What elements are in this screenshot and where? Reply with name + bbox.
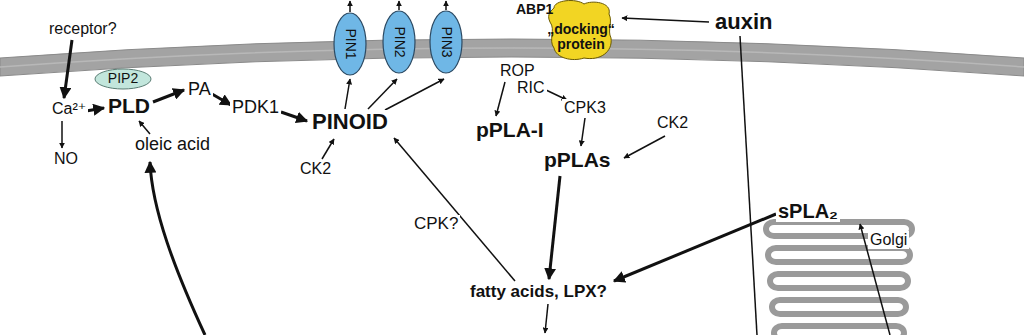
pathway-label: receptor? [47, 20, 119, 38]
auxin-line [740, 36, 757, 335]
arrow [86, 108, 104, 111]
arrow [349, 1, 351, 12]
arrow [445, 1, 447, 10]
arrow [398, 1, 400, 10]
node-title: PIN1 [342, 28, 357, 59]
node-title: sPLA₂ [776, 200, 840, 222]
pathway-label: CK2 [655, 114, 690, 132]
pathway-label: ROP [498, 62, 537, 80]
node-title: ABP1 [516, 2, 553, 17]
arrow [496, 82, 505, 116]
pathway-label: PINOID [310, 110, 390, 134]
abp1-receptor: ABP1 „docking“ protein [514, 0, 618, 62]
pathway-label: RIC [515, 79, 547, 97]
cisterna [772, 300, 906, 314]
arrow [153, 90, 184, 102]
pin-transporter: PIN3 [429, 10, 463, 74]
arrow [150, 162, 205, 335]
ellipse [95, 69, 151, 89]
pathway-label: CPK3 [562, 99, 608, 117]
ellipse [430, 11, 462, 73]
pathway-label: Ca²⁺ [50, 100, 88, 118]
ellipse [334, 13, 366, 75]
cisterna [770, 274, 908, 288]
arrow [64, 40, 72, 98]
lipid-ellipse: PIP2 [94, 68, 152, 90]
arrow [61, 121, 63, 148]
pin-transporter: PIN1 [333, 12, 367, 76]
arrow [622, 18, 709, 22]
node-title: PIN2 [391, 26, 406, 57]
pathway-label: pPLA-I [474, 118, 546, 141]
cisterna [768, 248, 910, 262]
pathway-label: oleic acid [133, 135, 212, 155]
node-title: PIN3 [438, 26, 453, 57]
pathway-label: NO [52, 150, 80, 168]
arrow [624, 136, 665, 158]
pathway-label: auxin [713, 10, 774, 34]
arrow [549, 176, 560, 279]
pathway-label: PA [186, 80, 213, 100]
golgi-stack: sPLA₂ Golgi [760, 198, 920, 335]
arrow [581, 118, 585, 146]
pathway-label: fatty acids, LPX? [468, 283, 609, 302]
node-text: „docking“ protein [544, 22, 618, 53]
arrow [212, 94, 231, 105]
arrow [322, 139, 334, 159]
arrow [281, 112, 307, 121]
pathway-label: pPLAs [542, 148, 613, 171]
arrow [345, 79, 350, 109]
arrow [394, 138, 515, 281]
arrow [385, 79, 444, 110]
pin-transporter: PIN2 [382, 10, 416, 74]
pathway-label: CPK? [412, 215, 460, 234]
pathway-label: PDK1 [230, 98, 281, 118]
node-title: PIP2 [108, 71, 138, 86]
arrow [368, 79, 397, 109]
pathway-arrows [62, 1, 776, 335]
cisterna [774, 326, 904, 335]
ellipse [383, 11, 415, 73]
pathway-label: PLD [106, 94, 152, 117]
arrow [545, 304, 548, 333]
node-text: Golgi [868, 231, 909, 249]
arrow [139, 121, 150, 134]
pathway-label: CK2 [298, 160, 333, 178]
